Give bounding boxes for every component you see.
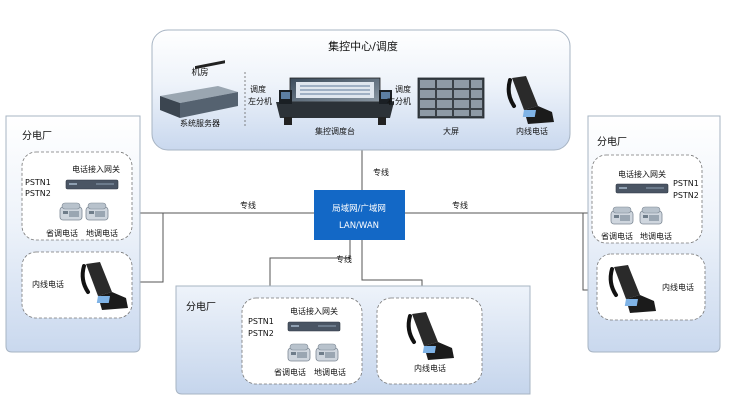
branch-right-internal-phone-label: 内线电话 [662, 282, 694, 292]
dispatch-left-line1: 调度 [250, 84, 266, 94]
branch-left-pstn2: PSTN2 [25, 189, 51, 198]
link-label-bottom: 专线 [336, 254, 352, 264]
link-left-internal [137, 213, 164, 283]
branch-bottom-gateway-label: 电话接入网关 [290, 306, 338, 316]
branch-left-pstn1: PSTN1 [25, 178, 51, 187]
branch-left-panel: 分电厂 电话接入网关 PSTN1 PSTN2 省调电话 地调电话 内线电话 [5, 115, 141, 353]
branch-bottom-gateway-icon [287, 321, 341, 332]
link-bottom-gateway [269, 240, 351, 298]
machine-room-label: 机房 [191, 67, 208, 78]
lan-wan-label-2: LAN/WAN [339, 221, 379, 231]
branch-right-panel: 分电厂 电话接入网关 PSTN1 PSTN2 省调电话 地调电话 内线电话 [587, 115, 721, 353]
branch-bottom-panel: 分电厂 电话接入网关 PSTN1 PSTN2 省调电话 地调电话 内线电话 [175, 285, 531, 395]
branch-left-internal-phone-label: 内线电话 [32, 279, 64, 289]
branch-right-title: 分电厂 [597, 135, 627, 148]
branch-right-pstn2: PSTN2 [673, 191, 699, 200]
branch-right-prov-phone-label: 省调电话 [601, 231, 633, 241]
link-label-left: 专线 [240, 200, 256, 210]
dispatch-right-line2: 右分机 [387, 96, 411, 106]
server-icon [160, 60, 238, 118]
branch-left-prov-phone-label: 省调电话 [46, 228, 78, 238]
branch-right-local-phone-icon [639, 206, 663, 225]
link-label-right: 专线 [452, 200, 468, 210]
center-internal-phone-label: 内线电话 [516, 126, 548, 136]
branch-bottom-internal-phone-label: 内线电话 [414, 363, 446, 373]
center-title: 集控中心/调度 [328, 39, 398, 53]
dispatch-left-line2: 左分机 [248, 96, 272, 106]
console-icon [276, 77, 394, 125]
branch-bottom-local-phone-label: 地调电话 [314, 367, 346, 377]
lan-wan-label-1: 局域网/广域网 [332, 203, 386, 214]
branch-bottom-title: 分电厂 [186, 300, 216, 313]
branch-right-pstn1: PSTN1 [673, 179, 699, 188]
system-server-label: 系统服务器 [180, 118, 220, 128]
console-label: 集控调度台 [315, 126, 355, 136]
dispatch-right-line1: 调度 [395, 84, 411, 94]
branch-left-gateway-icon [65, 179, 119, 190]
branch-bottom-prov-phone-label: 省调电话 [274, 367, 306, 377]
big-screen-icon [417, 77, 485, 119]
center-panel: 集控中心/调度 机房 系统服务器 调度 左分机 [151, 29, 571, 151]
branch-bottom-local-phone-icon [315, 343, 339, 362]
branch-left-prov-phone-icon [59, 202, 83, 221]
branch-left-gateway-label: 电话接入网关 [72, 164, 120, 174]
branch-right-gateway-icon [615, 183, 669, 194]
big-screen-label: 大屏 [443, 126, 459, 136]
link-label-center: 专线 [373, 167, 389, 177]
branch-right-gateway-label: 电话接入网关 [618, 169, 666, 179]
branch-bottom-prov-phone-icon [287, 343, 311, 362]
branch-bottom-pstn2: PSTN2 [248, 329, 274, 338]
branch-left-title: 分电厂 [22, 129, 52, 142]
branch-right-local-phone-label: 地调电话 [640, 231, 672, 241]
branch-left-local-phone-icon [85, 202, 109, 221]
connection-lines [137, 130, 597, 298]
branch-left-local-phone-label: 地调电话 [86, 228, 118, 238]
branch-right-prov-phone-icon [610, 206, 634, 225]
lan-wan-box: 局域网/广域网 LAN/WAN [314, 190, 405, 240]
branch-bottom-pstn1: PSTN1 [248, 317, 274, 326]
